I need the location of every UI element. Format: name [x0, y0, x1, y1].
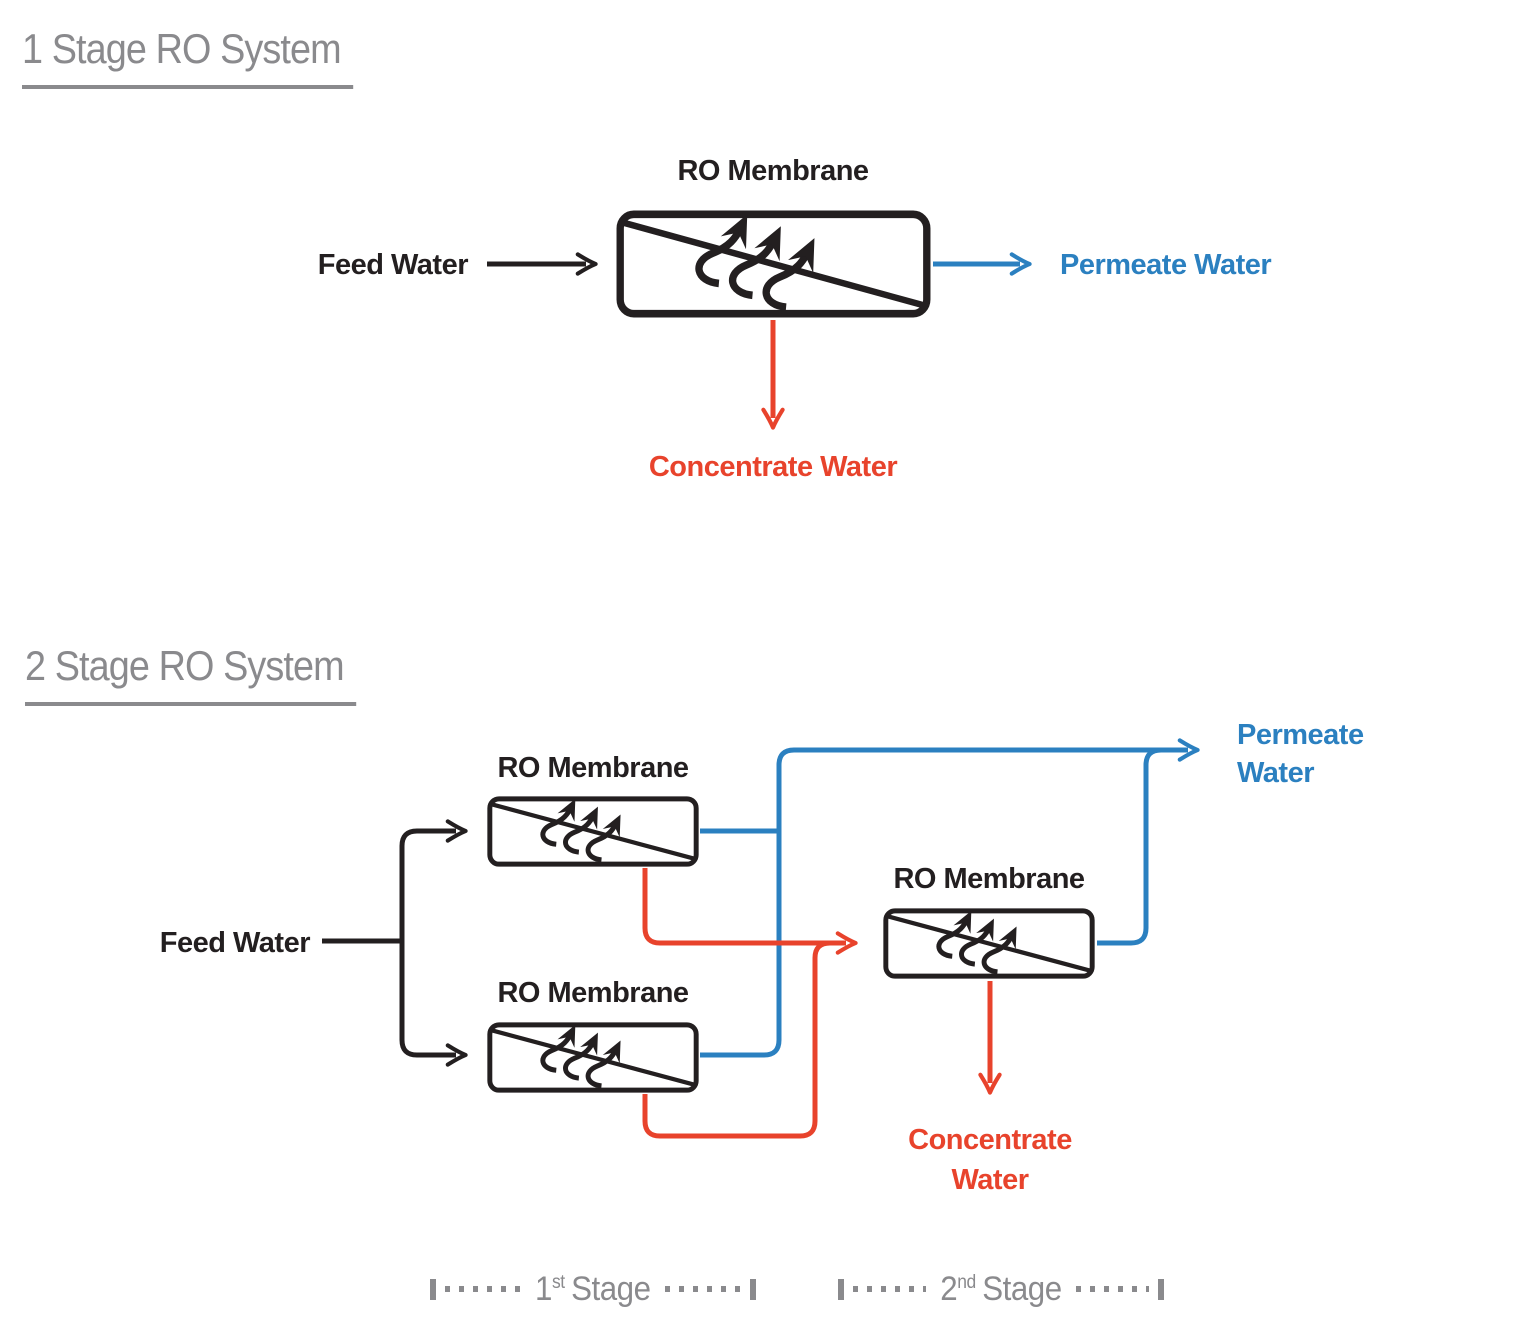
stage1-ordinal-suffix: st: [552, 1272, 565, 1293]
diagram2-permeate-label: Permeate Water: [1237, 719, 1364, 789]
diagram1-membrane-label: RO Membrane: [677, 155, 869, 187]
ro-membrane-vessel-bottom-icon: [490, 1025, 696, 1090]
stage1-marker-left-dots: [445, 1286, 522, 1292]
diagram2-artwork: [322, 738, 1200, 1139]
permeate-line-stage2: [1097, 747, 1162, 946]
stage2-marker: 2nd Stage: [838, 1270, 1165, 1308]
stage1-marker: 1st Stage: [430, 1272, 756, 1306]
stage2-marker-left-dots: [853, 1286, 927, 1292]
diagram1-concentrate-label: Concentrate Water: [648, 451, 898, 483]
stage2-number: 2: [940, 1270, 958, 1308]
diagram2-membrane-label-bottom: RO Membrane: [497, 977, 689, 1009]
stage1-marker-label: 1st Stage: [535, 1272, 651, 1306]
diagram2-feed-label: Feed Water: [159, 927, 311, 959]
ro-membrane-vessel-stage2-icon: [886, 911, 1092, 976]
diagram2-concentrate-label: Concentrate Water: [908, 1124, 1072, 1196]
stage2-ordinal-suffix: nd: [957, 1272, 976, 1293]
stage2-word: Stage: [982, 1270, 1062, 1308]
concentrate-line-bottom-box: [642, 940, 831, 1139]
feed-branch-bottom: [399, 939, 468, 1067]
diagram1-feed-label: Feed Water: [317, 249, 469, 281]
stage1-marker-left-cap: [430, 1278, 436, 1300]
stage1-marker-right-dots: [664, 1286, 741, 1292]
stage1-marker-right-cap: [750, 1278, 756, 1300]
stage1-number: 1: [535, 1270, 553, 1308]
stage1-word: Stage: [571, 1270, 651, 1308]
feed-branch-top: [399, 819, 468, 943]
permeate-line-main: [700, 738, 1200, 1058]
stage2-marker-label: 2nd Stage: [940, 1270, 1062, 1308]
diagram1-artwork: [487, 214, 1032, 430]
diagram2-membrane-label-stage2: RO Membrane: [893, 863, 1085, 895]
diagram1-title: 1 Stage RO System: [22, 26, 354, 89]
diagram2-membrane-label-top: RO Membrane: [497, 752, 689, 784]
ro-membrane-vessel-icon: [620, 214, 927, 313]
ro-membrane-vessel-top-icon: [490, 799, 696, 864]
diagram1-permeate-label: Permeate Water: [1060, 249, 1272, 281]
stage2-marker-right-dots: [1075, 1286, 1150, 1292]
stage2-marker-right-cap: [1158, 1278, 1165, 1300]
stage2-marker-left-cap: [838, 1278, 844, 1300]
diagram2-title: 2 Stage RO System: [25, 643, 357, 706]
concentrate-line-top-box: [642, 868, 858, 955]
